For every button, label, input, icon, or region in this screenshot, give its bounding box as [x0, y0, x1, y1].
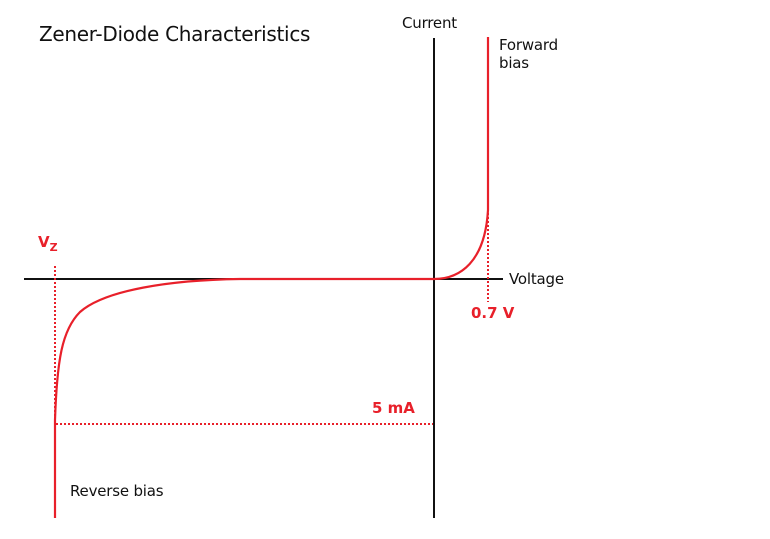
voltage-axis-label: Voltage: [509, 270, 564, 288]
reverse-bias-label: Reverse bias: [70, 482, 164, 500]
current-axis-label: Current: [402, 14, 457, 32]
vz-label: VZ: [38, 233, 58, 254]
forward-bias-label-line1: Forward: [499, 36, 558, 54]
forward-bias-label-line2: bias: [499, 54, 529, 72]
diagram-title: Zener-Diode Characteristics: [39, 22, 311, 46]
reverse-current-label: 5 mA: [372, 399, 415, 417]
diode-curve: [53, 37, 490, 518]
forward-voltage-label: 0.7 V: [471, 304, 515, 322]
